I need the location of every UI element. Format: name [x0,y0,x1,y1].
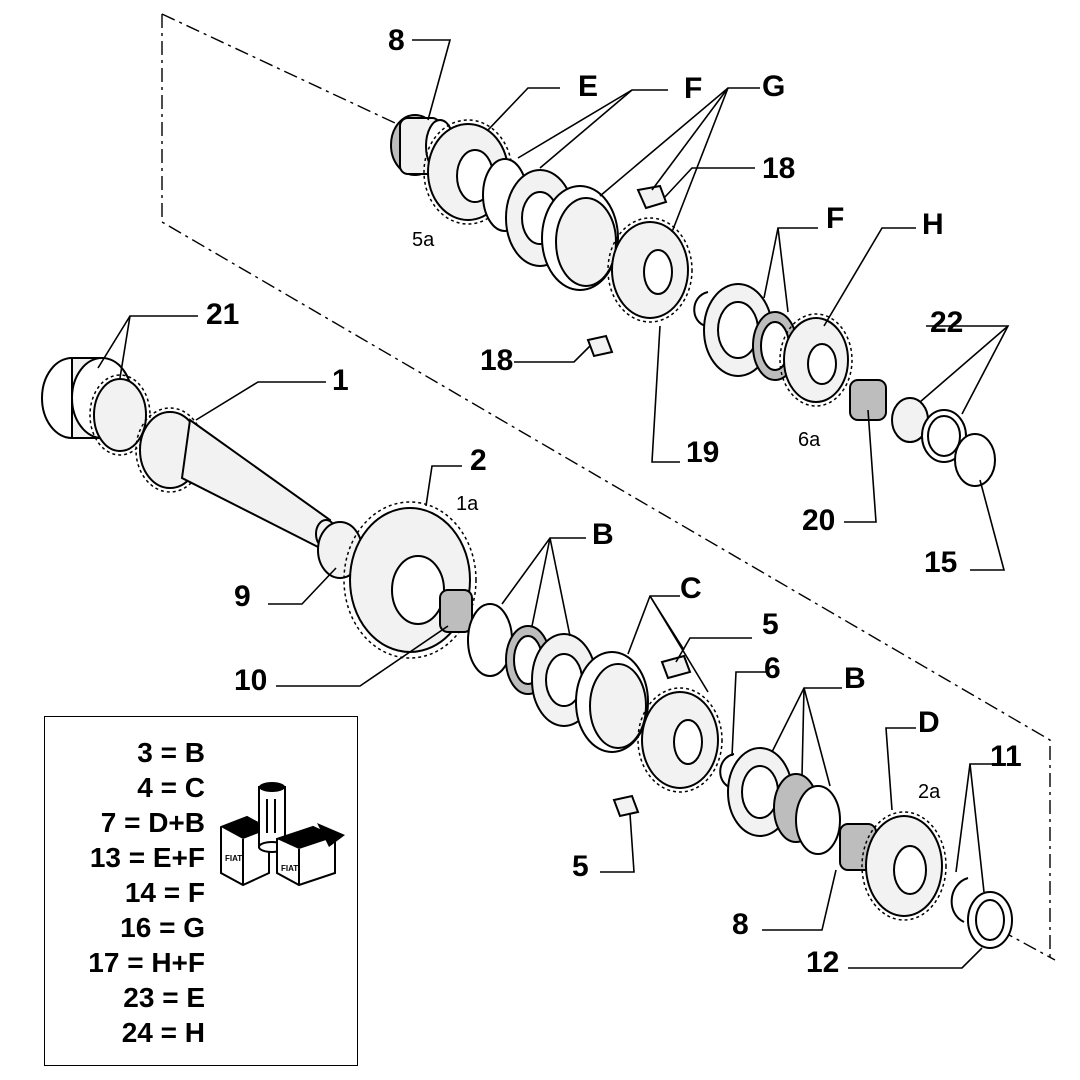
callout-20: 20 [802,504,835,537]
needle-bearing-10 [439,589,473,633]
callout-f-lower: F [826,202,844,235]
callout-1: 1 [332,364,349,397]
key-18-lower [586,334,614,358]
callout-f-upper: F [684,72,702,105]
callout-h: H [922,208,944,241]
legend-row: 24 = H [121,1017,205,1048]
callout-22: 22 [930,306,963,339]
callout-6: 6 [764,652,781,685]
callout-b-lower: B [844,662,866,695]
svg-text:FIAT: FIAT [225,854,242,863]
callout-21: 21 [206,298,239,331]
callout-8-lower: 8 [732,908,749,941]
callout-d: D [918,706,940,739]
callout-e: E [578,70,598,103]
callout-5-upper: 5 [762,608,779,641]
callout-5-lower: 5 [572,850,589,883]
callout-g: G [762,70,785,103]
callout-10: 10 [234,664,267,697]
legend-row: 16 = G [120,912,205,943]
callout-15: 15 [924,546,957,579]
callout-8-upper: 8 [388,24,405,57]
callout-11: 11 [990,740,1022,773]
gear-6a [779,313,853,407]
callout-c: C [680,572,702,605]
legend-box: 3 = B 4 = C 7 = D+B 13 = E+F 14 = F 16 =… [44,716,358,1066]
legend-row: 3 = B [137,737,205,768]
legend-row: 7 = D+B [100,807,205,838]
key-5-upper [660,654,692,680]
parts-kit-icon: FIAT FIAT [220,782,345,887]
legend-row: 23 = E [123,982,205,1013]
synchro-ring-b-4 [773,773,841,855]
gear-1a [343,501,477,659]
callout-2: 2 [470,444,487,477]
legend-row: 4 = C [137,772,205,803]
bearing-22 [891,397,967,463]
sliding-sleeve-c [575,651,649,753]
synchro-hub-c [637,687,723,793]
callout-12: 12 [806,946,839,979]
legend-row: 13 = E+F [89,842,205,873]
synchro-hub-upper [607,217,693,323]
washer-12 [967,891,1013,949]
sublabel-1a: 1a [456,493,479,515]
callout-19: 19 [686,436,719,469]
gear-2a [861,811,947,921]
snap-ring-11 [950,877,969,923]
key-18-upper [636,184,668,210]
key-5-lower [612,794,640,818]
sublabel-2a: 2a [918,781,941,803]
callout-18-upper: 18 [762,152,795,185]
svg-text:FIAT: FIAT [281,864,298,873]
legend-row: 14 = F [124,877,205,908]
callout-b-upper: B [592,518,614,551]
sublabel-6a: 6a [798,429,821,451]
sliding-sleeve-upper [541,185,619,291]
main-shaft-1 [135,407,337,550]
bearing-cone-21 [89,374,151,456]
callout-9: 9 [234,580,251,613]
callout-18-lower: 18 [480,344,513,377]
leader-lines [97,39,1010,969]
sublabel-5a: 5a [412,229,435,251]
legend-row: 17 = H+F [88,947,205,978]
shim-15 [954,433,996,487]
